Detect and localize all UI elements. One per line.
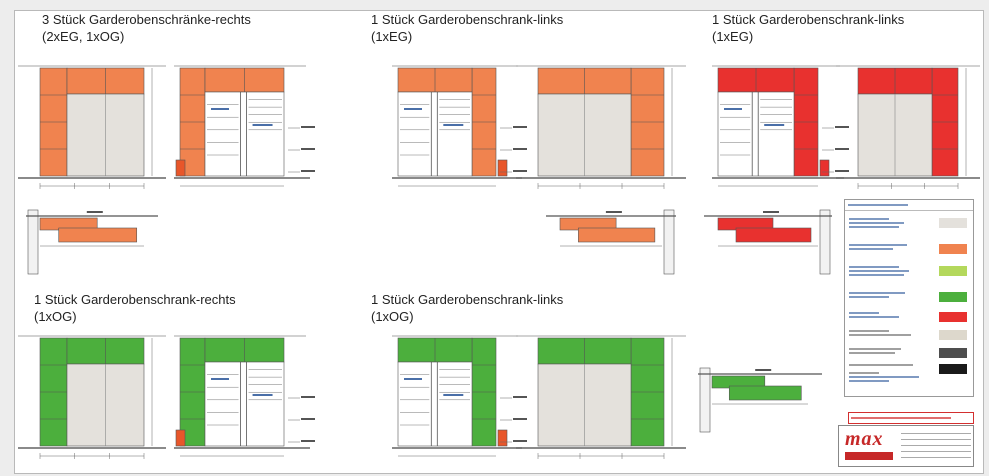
leader-label	[513, 126, 527, 128]
color-legend	[844, 199, 974, 397]
leader-label	[301, 396, 315, 398]
title-block: max	[838, 425, 974, 467]
interior-note	[443, 124, 464, 126]
wall-section	[663, 209, 675, 275]
legend-swatch-light-green	[939, 266, 967, 276]
leader-label	[301, 170, 315, 172]
cabinet-bin	[819, 159, 830, 177]
wall-section	[819, 209, 831, 275]
group-title-4-line2: (1xOG)	[34, 309, 77, 324]
cabinet-bin	[497, 429, 508, 447]
wall-section	[27, 209, 39, 275]
legend-footer	[849, 370, 967, 384]
plan-cabinet-body	[578, 227, 656, 243]
legend-swatch-black	[939, 364, 967, 374]
leader-label	[301, 440, 315, 442]
leader-label	[835, 126, 849, 128]
interior-note	[252, 124, 273, 126]
leader-label	[835, 148, 849, 150]
legend-row-light-green	[849, 262, 969, 282]
legend-swatch-dark-grey	[939, 348, 967, 358]
measurement-note	[848, 412, 974, 424]
cabinet-bin	[497, 159, 508, 177]
group-title-1-line2: (2xEG, 1xOG)	[42, 29, 125, 44]
title-block-fields	[901, 428, 971, 464]
interior-note	[724, 108, 742, 110]
leader-label	[513, 418, 527, 420]
group-title-5-line1: 1 Stück Garderobenschrank-links	[371, 292, 564, 307]
legend-row-orange	[849, 240, 969, 260]
plan-label	[605, 211, 622, 213]
plan-cabinet-body	[58, 227, 138, 243]
legend-row-beige	[849, 326, 969, 346]
group-title-3-line1: 1 Stück Garderobenschrank-links	[712, 12, 905, 27]
legend-row-light-grey	[849, 214, 969, 234]
plan-cabinet-body	[728, 385, 802, 401]
leader-label	[513, 396, 527, 398]
interior-note	[404, 108, 422, 110]
interior-note	[443, 394, 464, 396]
group-title-3: 1 Stück Garderobenschrank-links (1xEG)	[712, 11, 904, 45]
leader-label	[835, 170, 849, 172]
company-logo: max	[845, 428, 884, 450]
leader-label	[301, 126, 315, 128]
legend-header	[845, 200, 973, 211]
legend-row-green	[849, 288, 969, 308]
legend-swatch-red	[939, 312, 967, 322]
cabinet-interior	[397, 361, 473, 447]
cabinet-bin	[175, 159, 186, 177]
wall-section	[699, 367, 711, 433]
legend-swatch-beige	[939, 330, 967, 340]
cabinet-bin	[175, 429, 186, 447]
group-title-3-line2: (1xEG)	[712, 29, 754, 44]
legend-row-red	[849, 308, 969, 328]
legend-swatch-green	[939, 292, 967, 302]
plan-label	[755, 369, 772, 371]
interior-note	[211, 108, 229, 110]
logo-bar	[845, 452, 893, 460]
legend-swatch-light-grey	[939, 218, 967, 228]
plan-cabinet-body	[735, 227, 812, 243]
interior-note	[764, 124, 785, 126]
group-title-4: 1 Stück Garderobenschrank-rechts (1xOG)	[34, 291, 236, 325]
cabinet-interior	[717, 91, 795, 177]
interior-note	[252, 394, 273, 396]
leader-label	[301, 148, 315, 150]
leader-label	[513, 170, 527, 172]
plan-label	[763, 211, 779, 213]
group-title-2-line1: 1 Stück Garderobenschrank-links	[371, 12, 564, 27]
legend-row-black	[849, 360, 969, 380]
cabinet-interior	[397, 91, 473, 177]
group-title-5: 1 Stück Garderobenschrank-links (1xOG)	[371, 291, 563, 325]
group-title-5-line2: (1xOG)	[371, 309, 414, 324]
cabinet-interior	[204, 91, 285, 177]
leader-label	[301, 418, 315, 420]
group-title-4-line1: 1 Stück Garderobenschrank-rechts	[34, 292, 236, 307]
interior-note	[211, 378, 229, 380]
group-title-2: 1 Stück Garderobenschrank-links (1xEG)	[371, 11, 563, 45]
group-title-1-line1: 3 Stück Garderobenschränke-rechts	[42, 12, 251, 27]
leader-label	[513, 440, 527, 442]
plan-label	[86, 211, 103, 213]
legend-swatch-orange	[939, 244, 967, 254]
cabinet-interior	[204, 361, 285, 447]
group-title-2-line2: (1xEG)	[371, 29, 413, 44]
interior-note	[404, 378, 422, 380]
group-title-1: 3 Stück Garderobenschränke-rechts (2xEG,…	[42, 11, 251, 45]
legend-row-dark-grey	[849, 344, 969, 364]
leader-label	[513, 148, 527, 150]
